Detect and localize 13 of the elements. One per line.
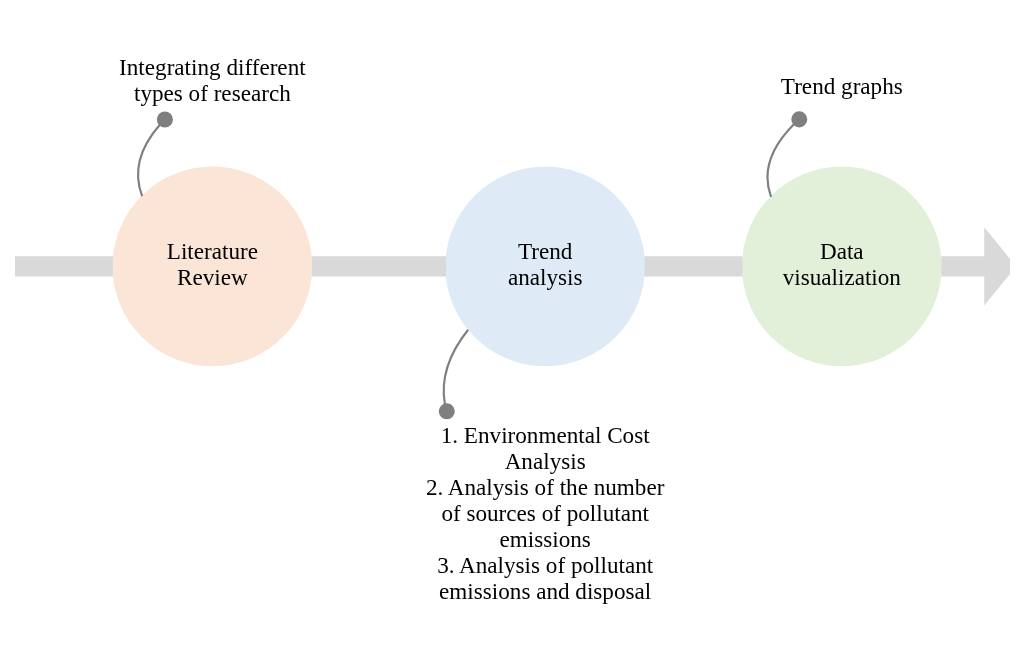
connector: [438, 329, 469, 420]
connector: [137, 111, 173, 197]
connector: [766, 111, 808, 198]
node-text: 1. Environmental Cost Analysis 2. Analysis of the number of sources of pollutant emissions 3. Analysis of pollutant emissions and disposal: [425, 421, 665, 604]
node-text: Integrating different types of research: [119, 54, 306, 107]
node-circle: Data visualization: [741, 166, 942, 367]
connector: [644, 256, 743, 277]
arrow: [941, 227, 1010, 306]
node-circle: Trend analysis: [445, 166, 645, 367]
node-circle: Literature Review: [112, 166, 313, 367]
node-text: Trend graphs: [780, 72, 903, 99]
connector: [15, 256, 113, 277]
connector: [311, 256, 446, 277]
